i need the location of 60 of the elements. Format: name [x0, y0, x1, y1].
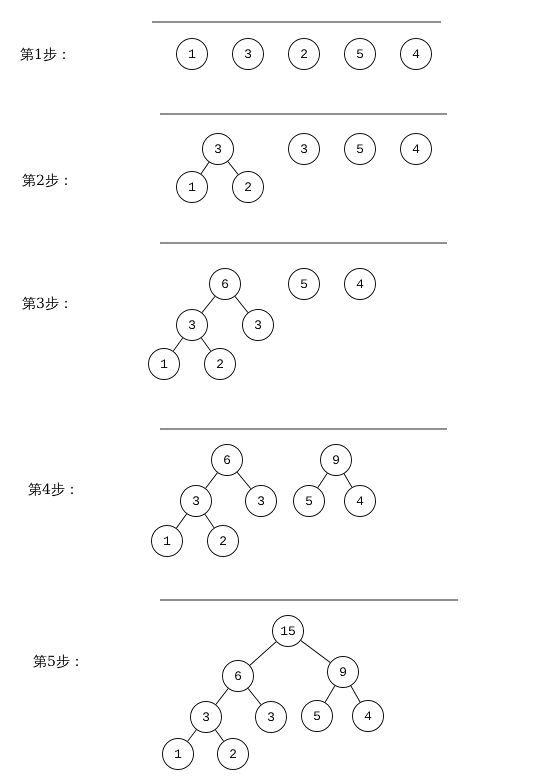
number-circle: 5 — [344, 133, 376, 165]
connector-line — [172, 338, 184, 352]
number-circle: 3 — [288, 133, 320, 165]
number-circle: 6 — [222, 660, 254, 692]
number-circle: 3 — [255, 701, 287, 733]
number-circle: 1 — [148, 348, 180, 380]
step-label: 第2步： — [22, 172, 73, 190]
number-circle: 15 — [272, 615, 304, 647]
number-circle: 3 — [245, 485, 277, 517]
connector-line — [176, 513, 188, 529]
number-circle: 5 — [301, 700, 333, 732]
number-circle: 3 — [232, 38, 264, 70]
number-circle: 1 — [151, 525, 183, 557]
connector-line — [204, 514, 215, 528]
number-circle: 6 — [209, 268, 241, 300]
number-circle: 4 — [400, 133, 432, 165]
connector-line — [350, 685, 361, 703]
connector-line — [344, 473, 352, 488]
connector-line — [205, 472, 218, 489]
number-circle: 2 — [217, 738, 249, 770]
number-circle: 3 — [176, 309, 208, 341]
connector-line — [248, 688, 262, 706]
step-label: 第3步： — [22, 295, 73, 313]
number-circle: 4 — [352, 700, 384, 732]
number-circle: 5 — [288, 268, 320, 300]
number-circle: 9 — [327, 656, 359, 688]
connector-line — [200, 162, 210, 174]
connector-line — [202, 296, 216, 314]
connector-line — [200, 338, 212, 352]
number-circle: 5 — [293, 485, 325, 517]
number-circle: 4 — [344, 485, 376, 517]
connector-line — [324, 685, 336, 703]
step-label: 第5步： — [33, 653, 84, 671]
number-circle: 3 — [242, 309, 274, 341]
connector-line — [234, 296, 248, 314]
number-circle: 4 — [400, 38, 432, 70]
connector-line — [227, 161, 239, 175]
number-circle: 9 — [320, 444, 352, 476]
number-circle: 2 — [288, 38, 320, 70]
step-label: 第1步： — [20, 46, 71, 64]
number-circle: 3 — [190, 701, 222, 733]
number-circle: 6 — [211, 444, 243, 476]
number-circle: 3 — [180, 485, 212, 517]
connector-line — [214, 729, 224, 742]
connector-line — [317, 472, 328, 488]
number-circle: 1 — [176, 171, 208, 203]
number-circle: 2 — [207, 525, 239, 557]
number-circle: 2 — [232, 171, 264, 203]
step-label: 第4步： — [28, 481, 79, 499]
connector-line — [300, 640, 331, 663]
connector-line — [236, 472, 252, 490]
number-circle: 2 — [204, 348, 236, 380]
number-circle: 1 — [162, 738, 194, 770]
number-circle: 5 — [344, 38, 376, 70]
number-circle: 4 — [344, 268, 376, 300]
number-circle: 1 — [176, 38, 208, 70]
number-circle: 3 — [202, 133, 234, 165]
connector-line — [215, 688, 229, 705]
connector-line — [187, 729, 197, 742]
connector-line — [249, 641, 277, 666]
